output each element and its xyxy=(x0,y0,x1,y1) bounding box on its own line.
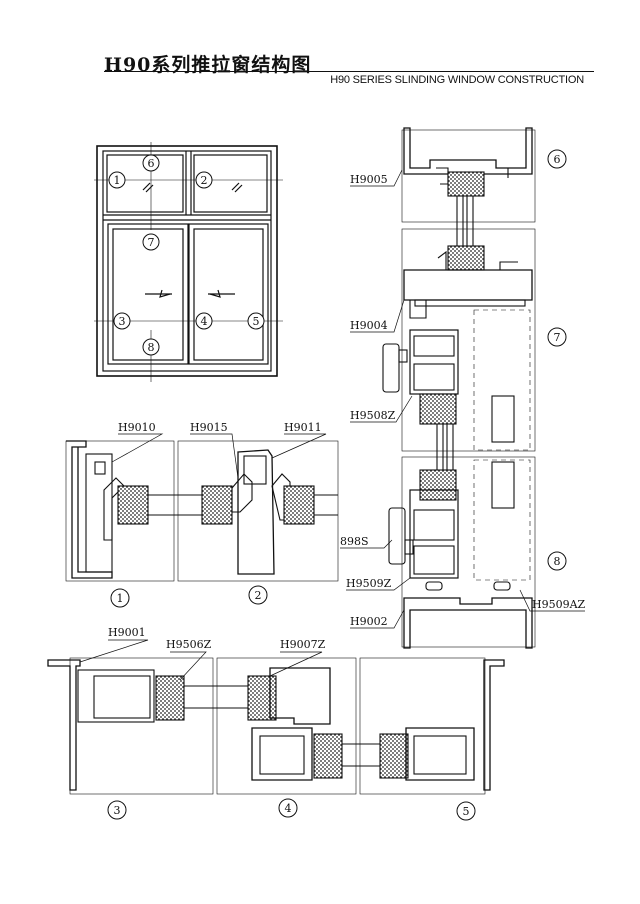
leaders-1-2 xyxy=(111,433,327,479)
label-H9508Z: H9508Z xyxy=(350,409,396,422)
elevation-callouts xyxy=(108,154,265,356)
label-H9007Z: H9007Z xyxy=(280,638,326,651)
section-number-3: 3 xyxy=(114,804,121,817)
section-callouts-1-2 xyxy=(110,585,268,608)
label-898S: 898S xyxy=(340,535,369,548)
elevation-callout-6: 6 xyxy=(148,157,155,170)
label-H9506Z: H9506Z xyxy=(166,638,212,651)
label-H9509Z: H9509Z xyxy=(346,577,392,590)
label-H9004: H9004 xyxy=(350,319,388,332)
section-number-4: 4 xyxy=(285,802,292,815)
vertical-section xyxy=(382,127,536,649)
elevation-callout-7: 7 xyxy=(148,236,155,249)
page-title: H90系列推拉窗结构图 xyxy=(104,54,312,76)
page-subtitle: H90 SERIES SLINDING WINDOW CONSTRUCTION xyxy=(330,74,584,86)
leaders-3-4-5 xyxy=(79,639,323,681)
section-callouts-right xyxy=(547,149,567,571)
label-H9001: H9001 xyxy=(108,626,146,639)
elevation-callout-2: 2 xyxy=(201,174,208,187)
section-number-8: 8 xyxy=(554,555,561,568)
leaders-right xyxy=(340,169,585,629)
section-callouts-3-4-5 xyxy=(107,798,476,821)
section-number-1: 1 xyxy=(117,592,124,605)
elevation-callout-1: 1 xyxy=(114,174,121,187)
elevation-callout-5: 5 xyxy=(253,315,260,328)
label-H9015: H9015 xyxy=(190,421,228,434)
window-elevation xyxy=(94,142,283,382)
section-3-4-5 xyxy=(47,657,505,795)
elevation-callout-4: 4 xyxy=(201,315,208,328)
label-H9002: H9002 xyxy=(350,615,388,628)
section-1-2 xyxy=(65,440,339,582)
label-H9011: H9011 xyxy=(284,421,322,434)
label-H9010: H9010 xyxy=(118,421,156,434)
title-underline xyxy=(104,71,594,72)
label-H9509AZ: H9509AZ xyxy=(532,598,586,611)
section-number-7: 7 xyxy=(554,331,561,344)
elevation-callout-3: 3 xyxy=(119,315,126,328)
label-H9005: H9005 xyxy=(350,173,388,186)
section-number-2: 2 xyxy=(255,589,262,602)
section-number-6: 6 xyxy=(554,153,561,166)
section-number-5: 5 xyxy=(463,805,470,818)
elevation-callout-8: 8 xyxy=(148,341,155,354)
